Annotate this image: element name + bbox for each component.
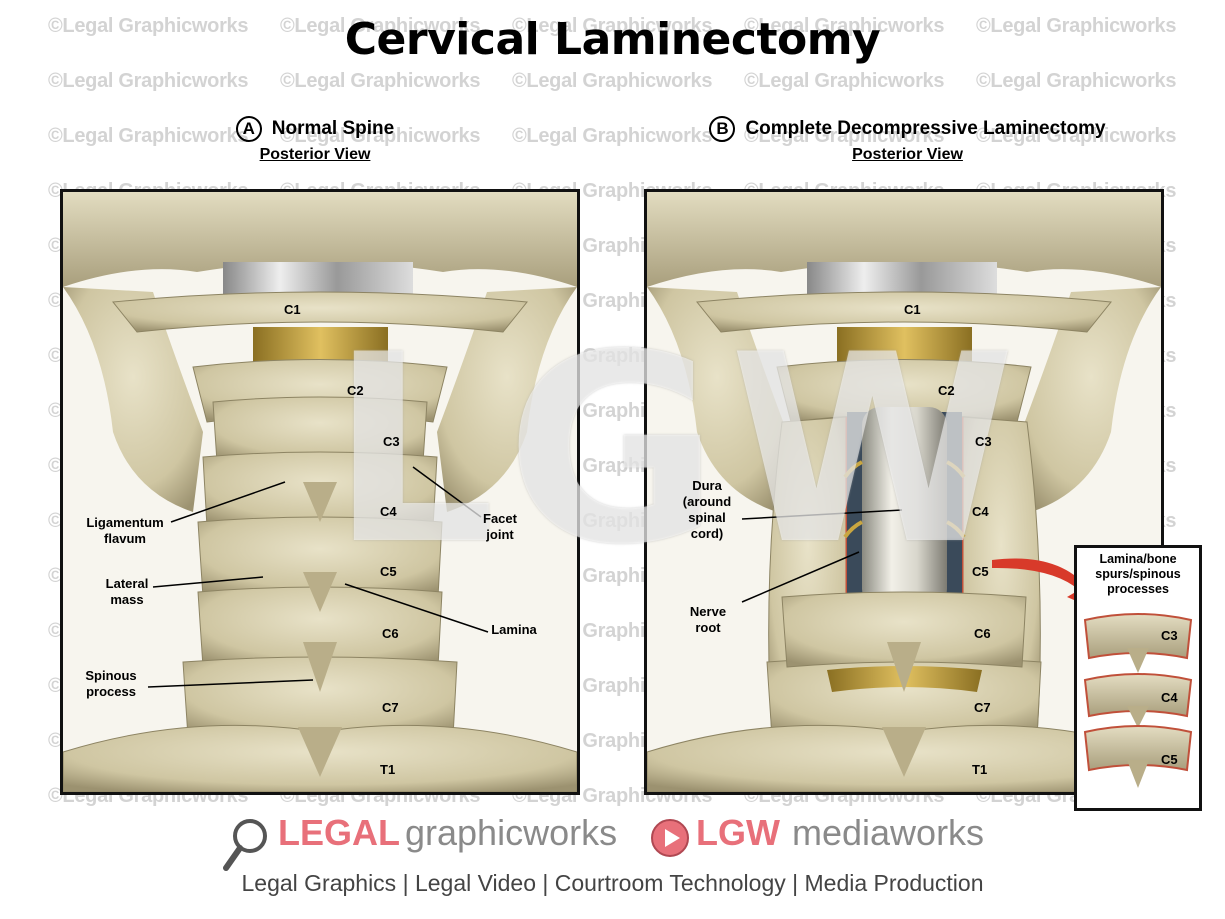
magnifier-icon xyxy=(223,819,267,871)
a-label-c1: C1 xyxy=(284,302,301,317)
panel-a-subheading: Posterior View xyxy=(259,146,371,163)
inset-label-c3: C3 xyxy=(1161,628,1178,643)
inset-label-c4: C4 xyxy=(1161,690,1178,705)
label-lateral-mass: Lateral mass xyxy=(105,576,149,607)
a-label-c7: C7 xyxy=(382,700,399,715)
panel-b-subheading: Posterior View xyxy=(852,146,963,163)
label-spinous-process: Spinous process xyxy=(85,668,137,699)
panel-b-letter: B xyxy=(709,116,736,142)
skull-base xyxy=(63,192,577,287)
inset-title: Lamina/bone spurs/spinous processes xyxy=(1095,552,1181,596)
b-label-c2: C2 xyxy=(938,383,955,398)
a-label-c4: C4 xyxy=(380,504,397,519)
removed-bone-inset: Lamina/bone spurs/spinous processes C3 C… xyxy=(1074,545,1202,811)
watermark-text: ©Legal Graphicworks xyxy=(744,70,945,92)
a-label-c2: C2 xyxy=(347,383,364,398)
watermark-text: ©Legal Graphicworks xyxy=(280,70,481,92)
panel-b-header: B Complete Decompressive Laminectomy Post… xyxy=(690,116,1125,164)
label-lamina: Lamina xyxy=(491,622,537,637)
label-ligamentum-flavum: Ligamentum flavum xyxy=(86,515,164,546)
page-title: Cervical Laminectomy xyxy=(344,14,881,65)
leader-nerve-root xyxy=(741,551,860,603)
b-label-c6: C6 xyxy=(974,626,991,641)
b-label-c1: C1 xyxy=(904,302,921,317)
watermark-text: ©Legal Graphicworks xyxy=(512,70,713,92)
leader-facet xyxy=(412,466,482,518)
footer-tagline: Legal Graphics | Legal Video | Courtroom… xyxy=(241,870,984,896)
label-facet-joint: Facet joint xyxy=(483,511,517,542)
panel-a-letter: A xyxy=(235,116,262,142)
b-label-c5: C5 xyxy=(972,564,989,579)
label-dura: Dura (around spinal cord) xyxy=(682,478,732,541)
watermark-text: ©Legal Graphicworks xyxy=(48,70,249,92)
nerve-roots xyxy=(843,460,966,539)
a-label-c5: C5 xyxy=(380,564,397,579)
footer-logos: LEGAL graphicworks LGW mediaworks xyxy=(0,812,1225,872)
leader-spinous xyxy=(147,679,314,688)
leader-ligamentum xyxy=(170,481,286,523)
b-label-t1: T1 xyxy=(972,762,988,777)
logo2-bold: LGW xyxy=(696,812,780,853)
logo1-bold: LEGAL xyxy=(278,812,400,853)
panel-a-header: A Normal Spine Posterior View xyxy=(200,116,430,164)
vertebral-column xyxy=(63,359,577,792)
panel-a-heading: Normal Spine xyxy=(271,118,395,140)
a-label-c3: C3 xyxy=(383,434,400,449)
inset-svg xyxy=(1083,613,1193,788)
leader-lateral-mass xyxy=(152,576,264,588)
play-icon xyxy=(651,819,689,857)
inset-label-c5: C5 xyxy=(1161,752,1178,767)
watermark-text: ©Legal Graphicworks xyxy=(512,125,713,147)
b-label-c7: C7 xyxy=(974,700,991,715)
a-label-c6: C6 xyxy=(382,626,399,641)
leader-lamina xyxy=(344,583,489,633)
normal-spine-svg xyxy=(63,192,577,792)
dura-spinal-cord xyxy=(862,407,947,607)
a-label-t1: T1 xyxy=(380,762,396,777)
leader-dura xyxy=(741,509,903,520)
label-nerve-root: Nerve root xyxy=(689,604,727,635)
b-label-c3: C3 xyxy=(975,434,992,449)
logo2-rest: mediaworks xyxy=(792,812,985,853)
watermark-text: ©Legal Graphicworks xyxy=(976,70,1177,92)
panel-b-heading: Complete Decompressive Laminectomy xyxy=(745,118,1106,140)
panel-a-illustration xyxy=(60,189,580,795)
logo1-rest: graphicworks xyxy=(405,812,618,853)
b-label-c4: C4 xyxy=(972,504,989,519)
